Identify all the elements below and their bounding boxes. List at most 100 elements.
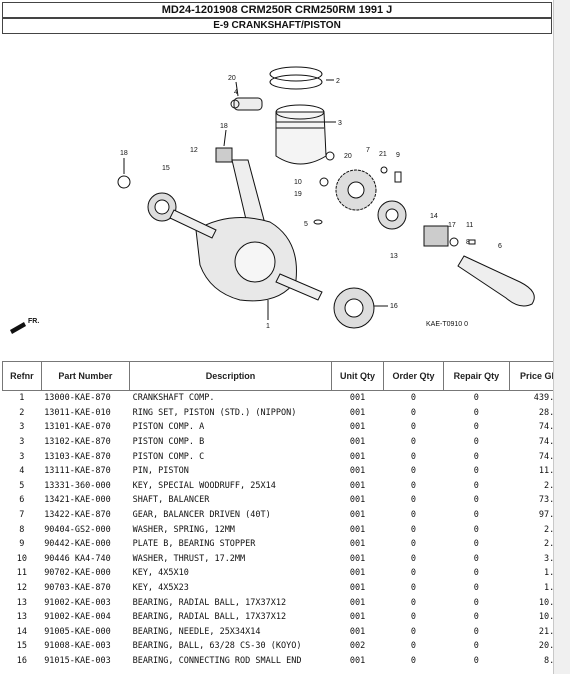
cell-unit: 001 bbox=[349, 510, 366, 521]
col-unit-qty: Unit Qty bbox=[331, 361, 384, 391]
cell-order[interactable]: 0 bbox=[410, 422, 417, 433]
cell-price: 439.40 bbox=[533, 393, 565, 404]
cell-part: 90702-KAE-000 bbox=[44, 568, 111, 579]
cell-ref: 3 bbox=[19, 422, 25, 433]
cell-part: 91002-KAE-004 bbox=[44, 612, 111, 623]
cell-part: 13421-KAE-000 bbox=[44, 495, 111, 506]
cell-order[interactable]: 0 bbox=[410, 568, 417, 579]
parts-table: Refnr Part Number Description Unit Qty O… bbox=[2, 361, 569, 669]
cell-desc: BEARING, RADIAL BALL, 17X37X12 bbox=[132, 612, 287, 623]
cell-part: 90404-GS2-000 bbox=[44, 524, 111, 535]
cell-unit: 001 bbox=[349, 437, 366, 448]
cell-order[interactable]: 0 bbox=[410, 597, 417, 608]
cell-order[interactable]: 0 bbox=[410, 612, 417, 623]
cell-order[interactable]: 0 bbox=[410, 626, 417, 637]
piston bbox=[275, 111, 327, 165]
cell-desc: SHAFT, BALANCER bbox=[132, 495, 210, 506]
cell-part: 91002-KAE-003 bbox=[44, 597, 111, 608]
cell-desc: PIN, PISTON bbox=[132, 466, 189, 477]
cell-price: 11.57 bbox=[538, 466, 565, 477]
cell-desc: WASHER, SPRING, 12MM bbox=[132, 524, 235, 535]
cell-ref: 6 bbox=[19, 495, 25, 506]
cell-desc: BEARING, NEEDLE, 25X34X14 bbox=[132, 626, 261, 637]
vertical-scrollbar[interactable] bbox=[553, 0, 570, 674]
front-arrow-icon bbox=[10, 322, 26, 334]
cell-unit: 001 bbox=[349, 480, 366, 491]
cell-order[interactable]: 0 bbox=[410, 407, 417, 418]
cell-order[interactable]: 0 bbox=[410, 539, 417, 550]
key-11 bbox=[468, 239, 476, 245]
cell-ref: 13 bbox=[16, 612, 27, 623]
cell-ref: 9 bbox=[19, 539, 25, 550]
cell-repair: 0 bbox=[473, 480, 479, 491]
cell-ref: 3 bbox=[19, 437, 25, 448]
cell-unit: 002 bbox=[349, 641, 366, 652]
cell-ref: 10 bbox=[16, 553, 27, 564]
cell-desc: BEARING, CONNECTING ROD SMALL END bbox=[132, 655, 302, 666]
washer-17 bbox=[449, 237, 459, 247]
cell-order[interactable]: 0 bbox=[410, 495, 417, 506]
callout-14: 14 bbox=[430, 213, 438, 220]
cell-repair: 0 bbox=[473, 437, 479, 448]
cell-part: 13331-360-000 bbox=[44, 480, 111, 491]
cell-repair: 0 bbox=[473, 612, 479, 623]
cell-unit: 001 bbox=[349, 451, 366, 462]
cell-order[interactable]: 0 bbox=[410, 553, 417, 564]
cell-order[interactable]: 0 bbox=[410, 466, 417, 477]
callout-20a: 20 bbox=[228, 75, 236, 82]
col-repair-qty: Repair Qty bbox=[442, 361, 510, 391]
cell-order[interactable]: 0 bbox=[410, 393, 417, 404]
callout-13: 13 bbox=[390, 253, 398, 260]
piston-ring-bottom bbox=[269, 74, 323, 90]
cell-order[interactable]: 0 bbox=[410, 641, 417, 652]
cell-desc: BEARING, RADIAL BALL, 17X37X12 bbox=[132, 597, 287, 608]
cell-order[interactable]: 0 bbox=[410, 524, 417, 535]
cell-ref: 5 bbox=[19, 480, 25, 491]
cell-repair: 0 bbox=[473, 553, 479, 564]
cell-order[interactable]: 0 bbox=[410, 480, 417, 491]
col-refnr: Refnr bbox=[2, 361, 42, 391]
cell-order[interactable]: 0 bbox=[410, 655, 417, 666]
table-row[interactable]: 13 91002-KAE-004 BEARING, RADIAL BALL, 17X… bbox=[3, 610, 568, 625]
callout-17: 17 bbox=[448, 222, 456, 229]
cell-unit: 001 bbox=[349, 495, 366, 506]
callout-18b: 18 bbox=[120, 150, 128, 157]
key-21 bbox=[380, 166, 388, 174]
diagram-code: KAE-T0910 0 bbox=[426, 321, 468, 328]
cell-desc: PISTON COMP. C bbox=[132, 451, 205, 462]
cell-order[interactable]: 0 bbox=[410, 451, 417, 462]
cell-price: 10.48 bbox=[538, 612, 565, 623]
callout-20b: 20 bbox=[344, 153, 352, 160]
cell-price: 20.38 bbox=[538, 641, 565, 652]
cell-part: 91015-KAE-003 bbox=[44, 655, 111, 666]
cell-order[interactable]: 0 bbox=[410, 437, 417, 448]
callout-6: 6 bbox=[498, 243, 502, 250]
cell-desc: BEARING, BALL, 63/28 CS-30 (KOYO) bbox=[132, 641, 302, 652]
callout-3: 3 bbox=[338, 120, 342, 127]
cell-order[interactable]: 0 bbox=[410, 583, 417, 594]
cell-order[interactable]: 0 bbox=[410, 510, 417, 521]
cell-unit: 001 bbox=[349, 466, 366, 477]
cell-part: 90703-KAE-870 bbox=[44, 583, 111, 594]
cell-part: 90442-KAE-000 bbox=[44, 539, 111, 550]
piston-ring-top bbox=[269, 66, 323, 82]
plate-9 bbox=[394, 171, 402, 183]
